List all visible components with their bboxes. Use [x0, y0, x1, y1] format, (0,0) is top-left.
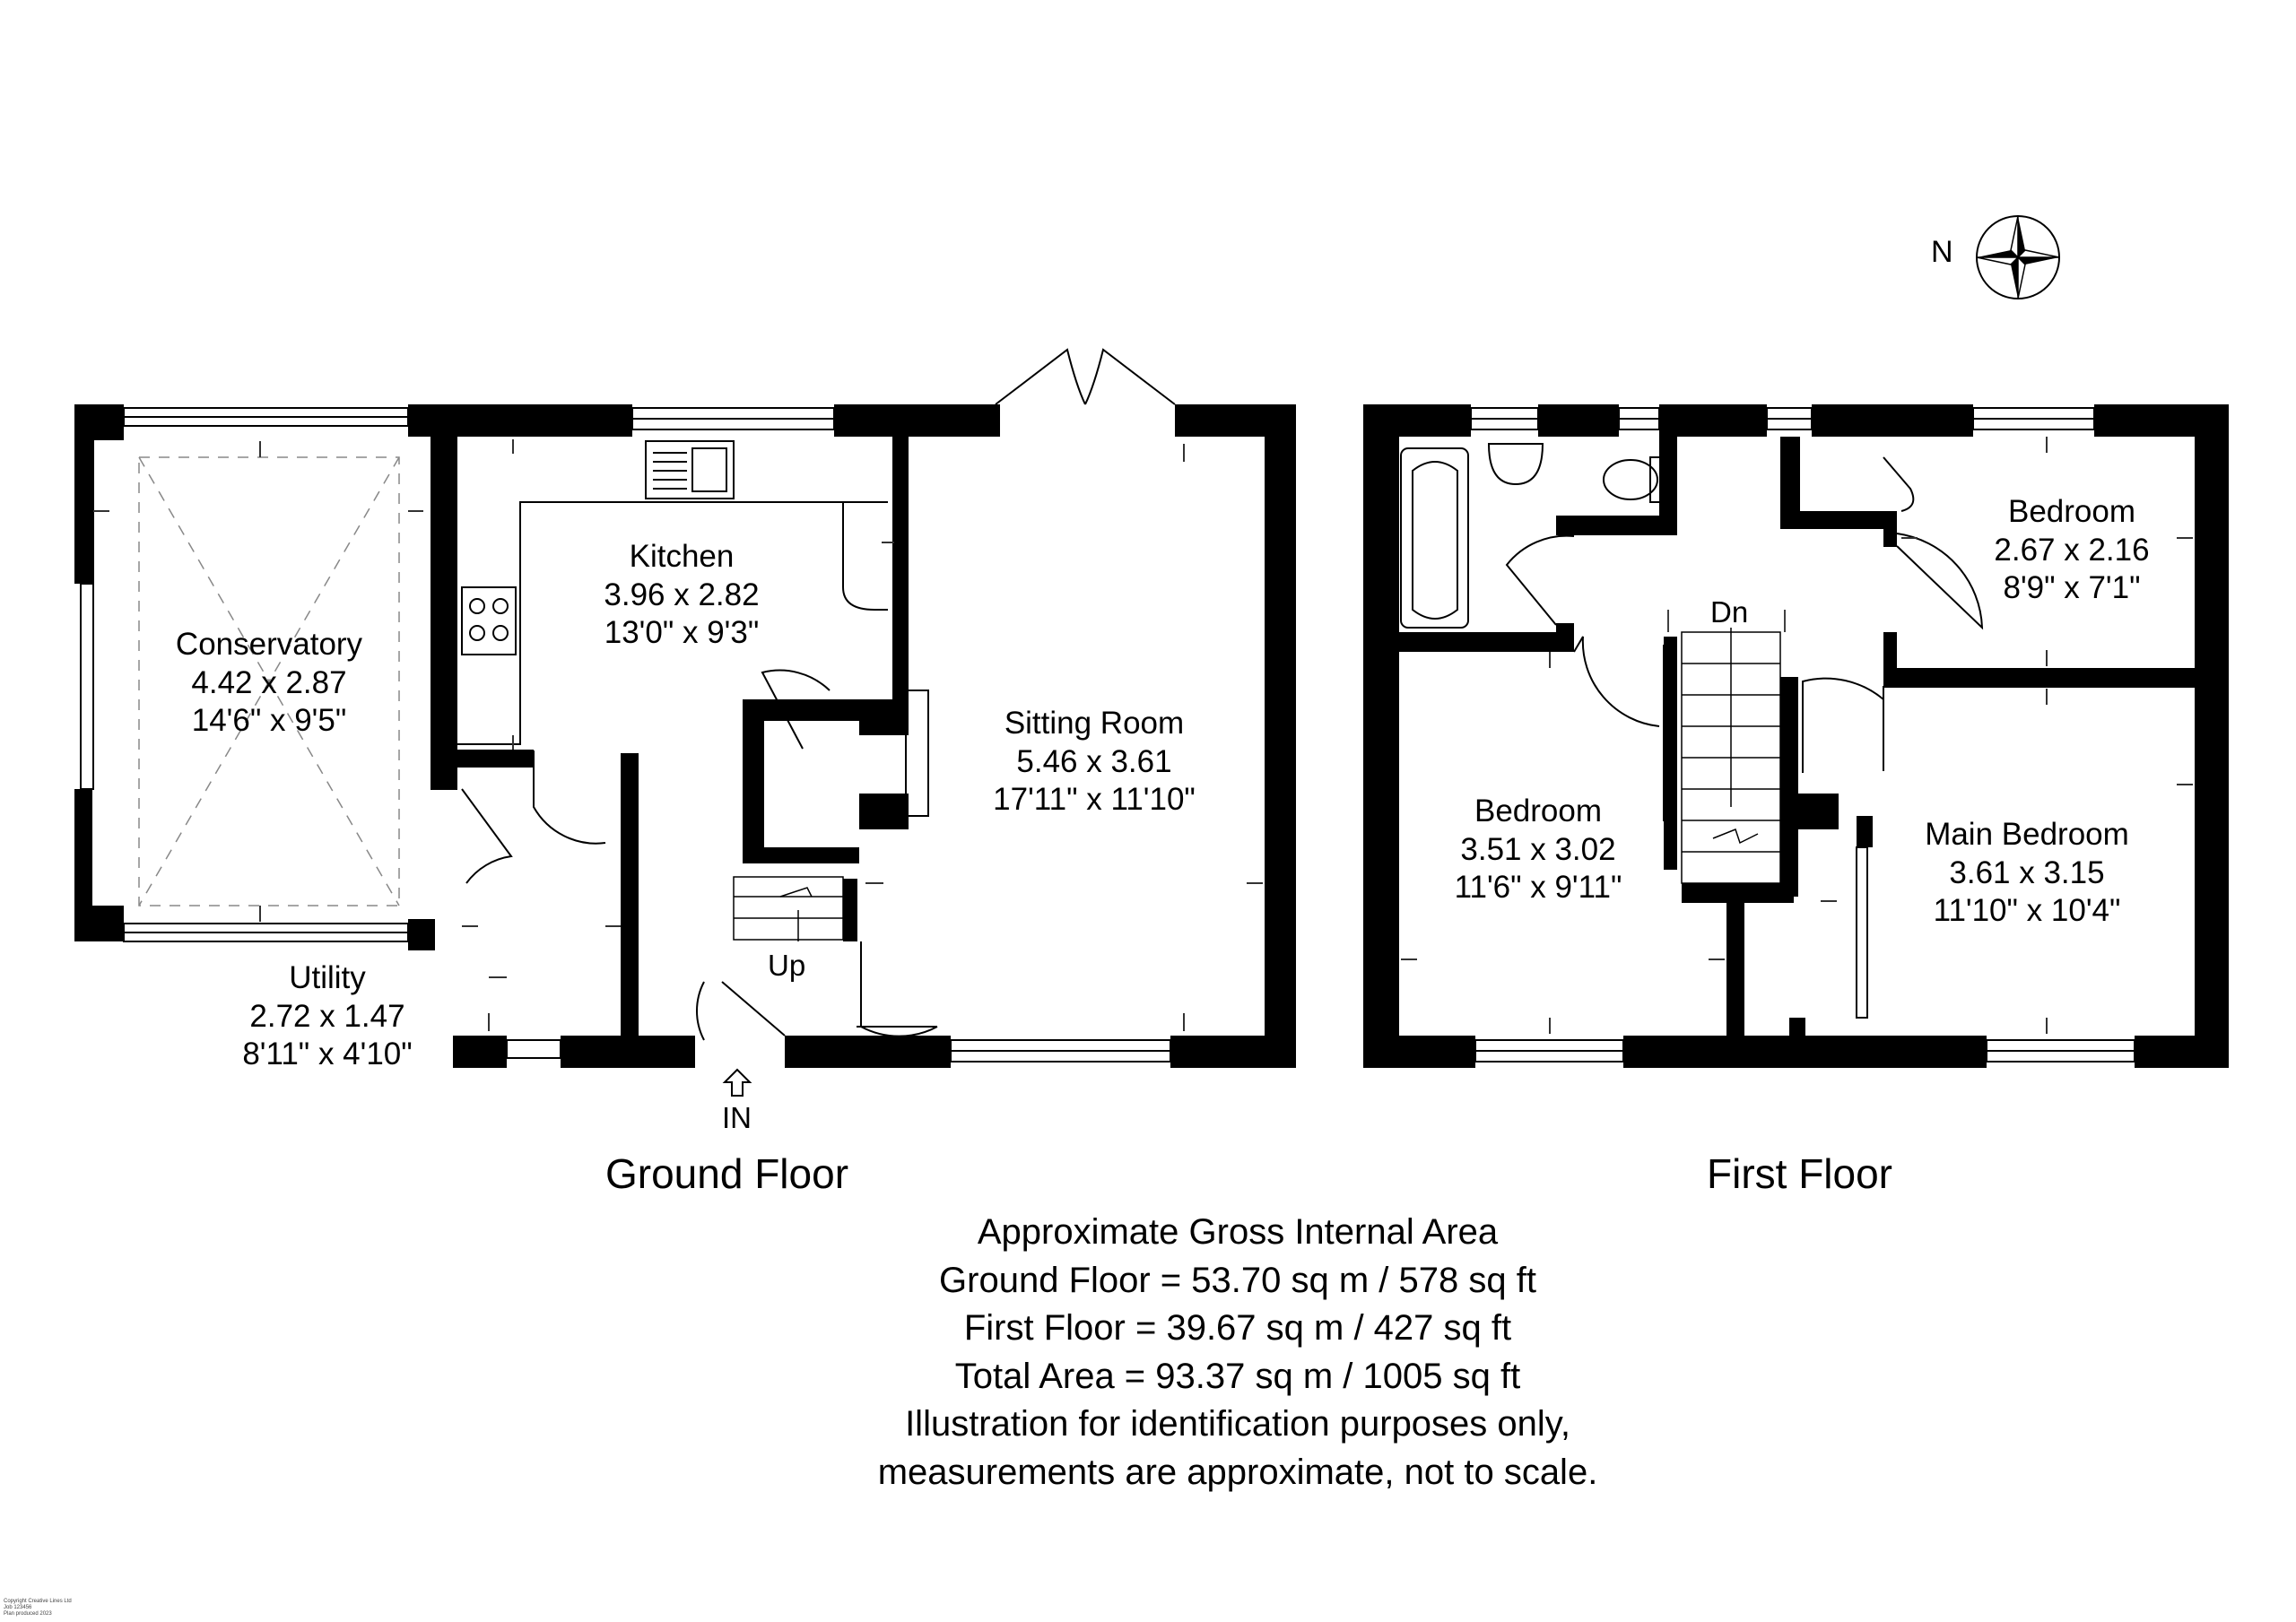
- room-imperial: 13'0" x 9'3": [604, 615, 760, 651]
- room-imperial: 8'11" x 4'10": [242, 1037, 413, 1072]
- toilet-icon: [1603, 459, 1658, 500]
- room-imperial: 11'6" x 9'11": [1454, 870, 1622, 906]
- entrance-arrow-icon: [722, 1068, 752, 1097]
- first-floor-title: First Floor: [1707, 1150, 1892, 1197]
- room-imperial: 14'6" x 9'5": [191, 703, 347, 739]
- ground-floor-doors: [461, 348, 1176, 1041]
- first-floor-walls: [1363, 404, 2229, 1068]
- ground-floor-plan: [74, 348, 1296, 1097]
- room-name: Kitchen: [629, 539, 735, 574]
- sink-icon: [645, 440, 735, 499]
- room-label-kitchen: Kitchen 3.96 x 2.82 13'0" x 9'3": [547, 538, 816, 653]
- room-metric: 5.46 x 3.61: [1016, 743, 1172, 779]
- copyright-line: Copyright Creative Lines Ltd: [4, 1599, 72, 1604]
- copyright-notice: Copyright Creative Lines Ltd Job 123456 …: [4, 1599, 72, 1618]
- summary-disclaimer-1: Illustration for identification purposes…: [905, 1404, 1570, 1444]
- room-name: Main Bedroom: [1925, 817, 2129, 852]
- room-metric: 3.96 x 2.82: [604, 577, 760, 612]
- ground-floor-stairs: [733, 876, 844, 941]
- area-summary: Approximate Gross Internal Area Ground F…: [700, 1209, 1776, 1497]
- ground-floor-dimension-ticks: [93, 439, 1263, 1031]
- bathroom-fittings: [1400, 443, 1664, 629]
- basin-icon: [1487, 443, 1544, 486]
- first-floor-dimension-ticks: [1401, 437, 2193, 1034]
- ground-floor-walls: [74, 404, 1296, 1068]
- first-floor-plan: [1363, 404, 2229, 1068]
- first-floor-stairs: [1667, 610, 1786, 884]
- room-label-bedroom-small: Bedroom 2.67 x 2.16 8'9" x 7'1": [1955, 493, 2188, 608]
- summary-heading: Approximate Gross Internal Area: [977, 1212, 1499, 1252]
- room-imperial: 17'11" x 11'10": [993, 782, 1196, 818]
- room-label-bedroom: Bedroom 3.51 x 3.02 11'6" x 9'11": [1413, 793, 1664, 907]
- room-imperial: 8'9" x 7'1": [2003, 570, 2141, 606]
- room-name: Sitting Room: [1004, 706, 1185, 741]
- entrance-label: IN: [722, 1101, 752, 1134]
- summary-first-floor: First Floor = 39.67 sq m / 427 sq ft: [963, 1308, 1512, 1349]
- summary-disclaimer-2: measurements are approximate, not to sca…: [877, 1452, 1598, 1492]
- first-floor-windows: [1470, 407, 2135, 1063]
- copyright-line: Plan produced 2023: [4, 1611, 52, 1617]
- room-metric: 3.61 x 3.15: [1949, 854, 2105, 890]
- summary-total: Total Area = 93.37 sq m / 1005 sq ft: [954, 1356, 1521, 1396]
- room-label-sitting-room: Sitting Room 5.46 x 3.61 17'11" x 11'10": [951, 705, 1238, 820]
- conservatory-roof-lines: [138, 456, 400, 906]
- ground-floor-windows: [80, 407, 1171, 1063]
- compass-north-label: N: [1931, 235, 1953, 269]
- room-metric: 2.67 x 2.16: [1994, 532, 2150, 568]
- kitchen-fittings: [457, 440, 888, 745]
- room-name: Bedroom: [1474, 794, 1603, 828]
- copyright-line: Job 123456: [4, 1605, 32, 1610]
- room-metric: 2.72 x 1.47: [249, 998, 405, 1034]
- room-label-conservatory: Conservatory 4.42 x 2.87 14'6" x 9'5": [126, 626, 413, 741]
- room-metric: 3.51 x 3.02: [1460, 831, 1616, 867]
- compass-rose-icon: [1976, 215, 2060, 299]
- room-imperial: 11'10" x 10'4": [1933, 893, 2121, 929]
- stairs-down-label: Dn: [1710, 595, 1749, 629]
- hob-icon: [461, 586, 517, 655]
- summary-ground-floor: Ground Floor = 53.70 sq m / 578 sq ft: [939, 1260, 1536, 1300]
- room-name: Bedroom: [2007, 494, 2136, 529]
- room-label-utility: Utility 2.72 x 1.47 8'11" x 4'10": [202, 959, 453, 1074]
- room-label-main-bedroom: Main Bedroom 3.61 x 3.15 11'10" x 10'4": [1892, 816, 2161, 931]
- ground-floor-title: Ground Floor: [605, 1150, 849, 1197]
- room-metric: 4.42 x 2.87: [191, 664, 347, 700]
- room-name: Utility: [289, 960, 366, 995]
- bathtub-icon: [1400, 447, 1469, 629]
- stairs-up-label: Up: [768, 949, 806, 982]
- room-name: Conservatory: [175, 627, 363, 662]
